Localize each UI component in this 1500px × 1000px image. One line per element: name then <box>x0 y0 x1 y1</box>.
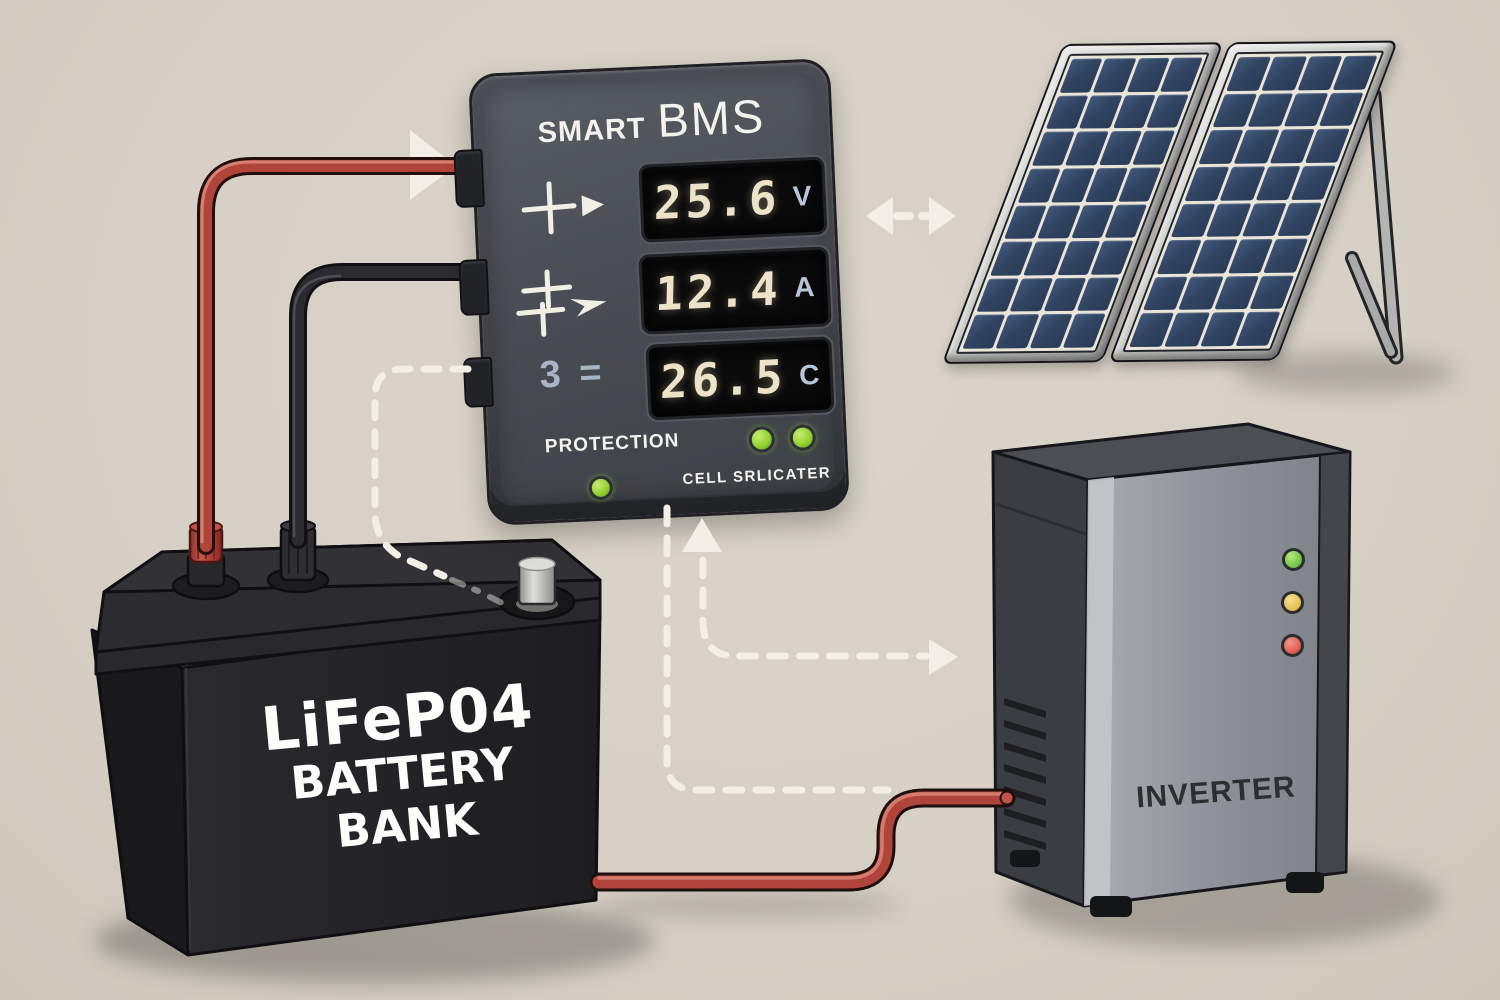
current-unit: A <box>793 270 816 303</box>
input-arrow-icon <box>410 130 456 200</box>
temperature-unit: C <box>798 358 821 391</box>
cable-shadow <box>600 892 900 918</box>
bms-battery-dashed-link <box>371 365 472 580</box>
inverter-led-red <box>1281 634 1304 657</box>
bms-negative-terminal-tab <box>458 258 490 317</box>
bms-title-smart: SMART <box>536 112 647 150</box>
current-value: 12.4 <box>654 261 783 322</box>
bms-module: SMART BMS 3 = 25.6 V <box>453 58 851 526</box>
positive-terminal <box>171 520 241 601</box>
voltage-value: 25.6 <box>653 170 782 231</box>
cell-balancer-label: CELL SRLICATER <box>682 464 832 489</box>
discharge-plus-minus-arrow-icon <box>516 269 607 337</box>
temperature-value: 26.5 <box>659 349 788 410</box>
bms-title: SMART BMS <box>483 86 819 156</box>
battery-shadow <box>95 898 655 983</box>
status-led-2 <box>789 424 817 452</box>
bms-bottom-dashed-line <box>663 504 892 794</box>
charge-input-plus-arrow-icon <box>521 181 604 235</box>
current-display: 12.4 A <box>638 246 832 335</box>
bms-positive-terminal-tab <box>453 148 485 209</box>
solar-arrow-left-head <box>866 197 893 235</box>
up-arrowhead <box>682 518 722 552</box>
battery-inverter-cable <box>589 788 1016 892</box>
negative-terminal <box>266 519 330 594</box>
inverter-feet <box>1010 850 1324 917</box>
vent-terminal <box>498 556 576 621</box>
protection-label: PROTECTION <box>544 430 680 458</box>
negative-wire <box>289 263 479 549</box>
battery-label: LiFeP04 BATTERY BANK <box>225 671 578 867</box>
voltage-unit: V <box>792 179 813 212</box>
cell-count-label: 3 = <box>538 351 607 397</box>
bms-battery-dashed-link-fade <box>449 577 507 607</box>
bms-title-bms: BMS <box>656 89 767 147</box>
positive-wire <box>197 157 479 555</box>
protection-led <box>588 475 614 501</box>
solar-panel-array <box>941 40 1399 364</box>
status-led-1 <box>748 425 776 454</box>
inverter-label: INVERTER <box>1135 770 1297 815</box>
bms-face: SMART BMS 3 = 25.6 V <box>482 71 836 505</box>
inverter-led-yellow <box>1281 591 1304 614</box>
inverter <box>991 422 1352 917</box>
bms-inverter-dashed-line <box>699 556 930 660</box>
right-arrowhead <box>929 639 958 675</box>
voltage-display: 25.6 V <box>638 156 828 243</box>
temperature-display: 26.5 C <box>645 336 835 421</box>
solar-arrow-right-head <box>929 197 956 235</box>
inverter-led-green <box>1282 548 1305 571</box>
inverter-vents <box>1004 698 1046 850</box>
inverter-shadow <box>1010 852 1440 947</box>
bms-sense-terminal-tab <box>462 356 495 408</box>
